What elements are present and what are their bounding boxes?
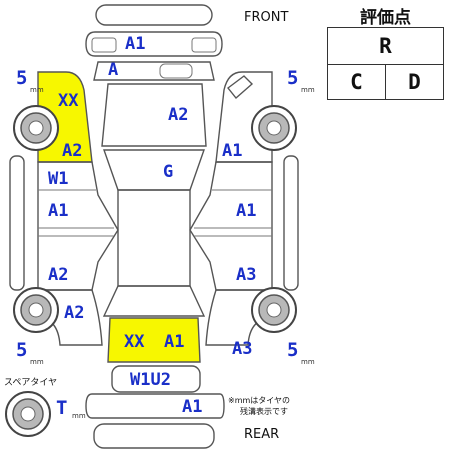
rear-right-tire-icon (251, 287, 297, 333)
damage-right-fender: A1 (222, 141, 242, 161)
note-line-1: ※mmはタイヤの (228, 396, 290, 405)
damage-left-rear-quarter: A2 (64, 303, 84, 323)
grade-row-overall: R (328, 28, 443, 65)
rear-left-tire-icon (13, 287, 59, 333)
tire-spare-value: T (56, 397, 67, 419)
grade-exterior: D (408, 70, 421, 94)
rear-glass-frame (102, 285, 206, 317)
tire-front-left-unit: mm (30, 86, 44, 94)
spare-tire-label: スペアタイヤ (4, 377, 57, 388)
tire-rear-left-value: 5 (16, 339, 27, 361)
tire-rear-left-unit: mm (30, 358, 44, 366)
front-grille-panel (93, 61, 215, 81)
grade-table: R C D (327, 27, 444, 100)
damage-left-front-door-glass: W1 (48, 169, 68, 189)
damage-front-grille: A (108, 60, 118, 80)
damage-roof: G (163, 162, 173, 182)
tire-rear-right-unit: mm (301, 358, 315, 366)
windshield (103, 149, 205, 191)
rear-label: REAR (244, 427, 279, 442)
damage-trunk-left: XX (124, 332, 145, 352)
grade-row-sub: C D (328, 65, 443, 99)
tire-front-right-value: 5 (287, 67, 298, 89)
damage-rear-glass: W1U2 (130, 370, 171, 390)
trunk-highlight (107, 317, 201, 363)
damage-left-front-door: A1 (48, 201, 68, 221)
damage-left-fender-upper: XX (58, 91, 79, 111)
front-bumper-top (95, 4, 213, 26)
damage-rear-bumper: A1 (182, 397, 202, 417)
grade-title: 評価点 (360, 8, 411, 28)
left-side-skirt (9, 155, 25, 291)
front-bumper-panel (85, 31, 223, 57)
spare-tire-icon (5, 391, 51, 437)
damage-front-bumper: A1 (125, 34, 145, 54)
right-headlight (159, 63, 193, 79)
grade-interior: C (328, 65, 386, 99)
tire-front-right-unit: mm (301, 86, 315, 94)
hood-panel (101, 83, 207, 147)
rear-glass-strip (111, 365, 201, 393)
damage-right-rear-quarter: A3 (232, 339, 252, 359)
tire-rear-right-value: 5 (287, 339, 298, 361)
tire-spare-unit: mm (72, 412, 86, 420)
right-side-doors (189, 161, 273, 291)
damage-hood: A2 (168, 105, 188, 125)
right-fog-lamp (191, 37, 217, 53)
rear-bumper-bottom (93, 423, 215, 449)
front-label: FRONT (244, 10, 288, 25)
damage-right-rear-door: A3 (236, 265, 256, 285)
left-fog-lamp (91, 37, 117, 53)
note-line-2: 残溝表示です (240, 406, 288, 416)
damage-trunk-right: A1 (164, 332, 184, 352)
roof-panel (117, 189, 191, 287)
damage-left-rear-door: A2 (48, 265, 68, 285)
front-right-tire-icon (251, 105, 297, 151)
right-side-skirt (283, 155, 299, 291)
right-mirror (227, 75, 254, 100)
front-left-tire-icon (13, 105, 59, 151)
rear-bumper-panel (85, 393, 225, 419)
damage-right-front-door: A1 (236, 201, 256, 221)
grade-overall: R (379, 34, 392, 58)
tire-front-left-value: 5 (16, 67, 27, 89)
damage-left-fender-lower: A2 (62, 141, 82, 161)
